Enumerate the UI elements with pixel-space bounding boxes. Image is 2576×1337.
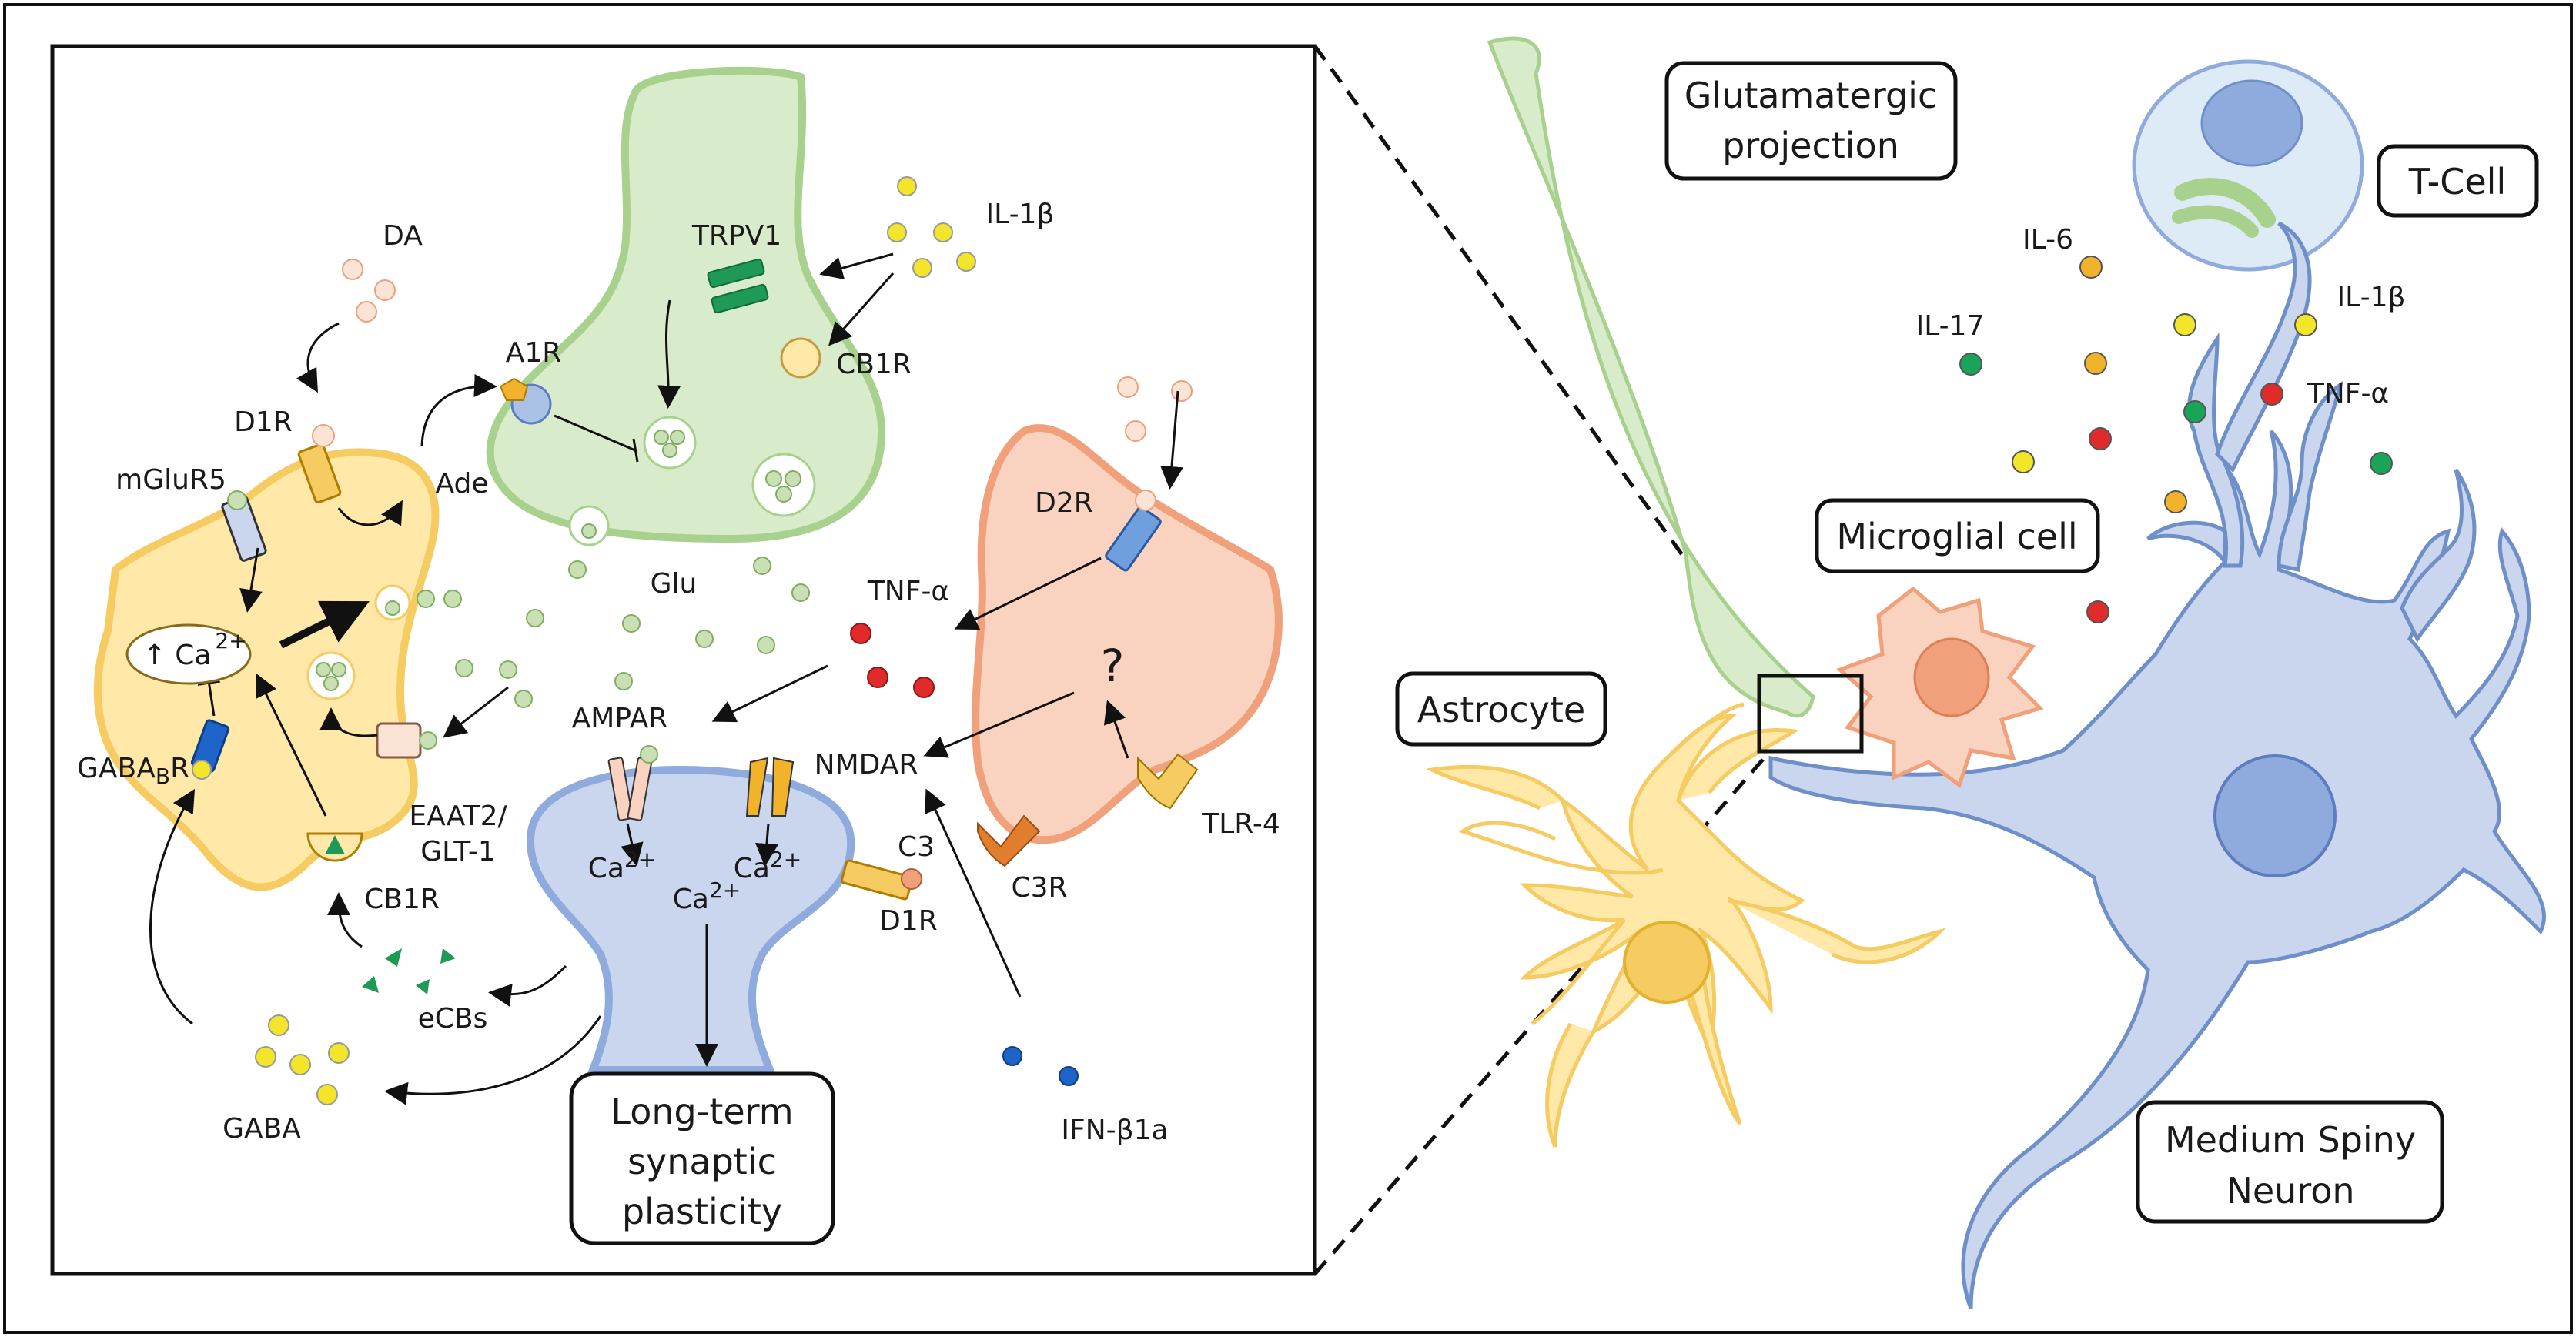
msn-label-1: Medium Spiny	[2165, 1119, 2416, 1161]
nmdar-label: NMDAR	[815, 749, 918, 780]
il6-dot	[2079, 256, 2103, 279]
msn-label-2: Neuron	[2226, 1170, 2354, 1212]
astrocyte-nucleus	[1623, 921, 1711, 1004]
microglial-cell-box	[1815, 498, 2100, 573]
d1r-post-label: D1R	[879, 905, 938, 937]
t-cell-label: T-Cell	[2408, 161, 2506, 202]
ca-post-label-3: Ca2+	[673, 877, 741, 915]
il1b-right-label: IL-1β	[2337, 282, 2406, 313]
cytokine-dots	[1959, 256, 2393, 623]
ca-astro-oval	[125, 623, 252, 685]
ca-post-label-1: Ca2+	[588, 847, 656, 884]
trpv1-receptor	[707, 258, 765, 289]
t-cell-shape	[2132, 59, 2364, 272]
il1b-dot	[2012, 450, 2035, 473]
ampar-receptor	[607, 757, 634, 821]
medium-spiny-neuron-box	[2136, 1100, 2444, 1224]
medium-spiny-neuron-shape	[1768, 221, 2547, 1309]
c3r-label: C3R	[1011, 872, 1067, 904]
ifn-label: IFN-β1a	[1061, 1115, 1168, 1146]
right-panel: Glutamatergic projection T-Cell IL-6 IL-…	[1313, 36, 2547, 1309]
astrocyte-label: Astrocyte	[1417, 689, 1585, 730]
tnfa-dot	[2086, 600, 2109, 623]
tnfa-dot	[2089, 427, 2112, 450]
presynaptic-terminal	[486, 66, 886, 543]
thick-release-arrow	[279, 600, 370, 649]
c3-label: C3	[898, 831, 935, 863]
tnfa-dot	[2260, 383, 2283, 406]
eaat2-label-1: EAAT2/	[409, 801, 507, 832]
astrocyte-box	[1395, 671, 1607, 747]
eaat2-transporter	[376, 722, 422, 759]
glutamatergic-projection-box	[1664, 61, 1958, 181]
il6-dot	[2164, 490, 2187, 513]
il1b-dots-left	[887, 176, 976, 278]
tnfa-right-label: TNF-α	[2307, 378, 2389, 409]
il17-label: IL-17	[1916, 310, 1985, 342]
il6-dot	[2084, 352, 2107, 375]
il1b-dot	[2294, 313, 2317, 336]
d1r-astro-label: D1R	[234, 406, 293, 438]
glutamatergic-projection-shape	[1487, 36, 1815, 718]
tnfa-dots-left	[850, 623, 935, 698]
a1r-label: A1R	[506, 337, 562, 369]
glutamate-dots	[417, 557, 810, 708]
gaba-dots	[255, 1014, 350, 1105]
tlr4-receptor	[1137, 753, 1199, 810]
microglial-cell-label: Microglial cell	[1836, 516, 2077, 557]
receptors	[190, 258, 1199, 901]
nmdar-receptor	[745, 757, 769, 817]
t-cell-box	[2377, 144, 2539, 218]
il1b-left-label: IL-1β	[986, 199, 1055, 230]
gababr-label: GABABR	[77, 753, 189, 789]
ltp-box	[569, 1071, 835, 1245]
ecb-triangles	[362, 948, 456, 994]
d2r-receptor	[1105, 506, 1162, 572]
il17-dot	[2370, 452, 2393, 475]
astrocyte-shape	[1425, 702, 1947, 1148]
il1b-dot	[2173, 313, 2196, 336]
mglur5-label: mGluR5	[115, 464, 226, 496]
ecbs-label: eCBs	[418, 1003, 488, 1035]
glutamatergic-projection-label-2: projection	[1722, 125, 1899, 166]
eaat2-label-2: GLT-1	[420, 836, 496, 867]
synaptic-vesicles	[306, 416, 816, 700]
adenosine-icon	[499, 377, 529, 401]
microglia-process	[972, 424, 1283, 844]
trpv1-receptor-2	[711, 283, 769, 314]
ltp-label-3: plasticity	[622, 1191, 782, 1232]
tlr4-label: TLR-4	[1201, 808, 1280, 840]
ca-astro-label: ↑ Ca	[143, 640, 212, 671]
cb1r-pre-receptor	[780, 337, 821, 379]
zoom-region-box	[1757, 674, 1864, 754]
ampar-label: AMPAR	[572, 703, 668, 734]
ltp-label-2: synaptic	[627, 1141, 777, 1182]
d2r-label: D2R	[1035, 487, 1093, 519]
ca-post-label-2: Ca2+	[734, 847, 801, 884]
glu-label: Glu	[651, 568, 698, 600]
tnfa-left-label: TNF-α	[867, 576, 949, 607]
pathway-arrows	[149, 252, 1183, 1105]
il17-dot	[2183, 400, 2206, 423]
unknown-mechanism-mark: ?	[1101, 640, 1125, 692]
gaba-label: GABA	[222, 1113, 301, 1145]
trpv1-label: TRPV1	[691, 220, 781, 252]
ade-label: Ade	[436, 468, 489, 500]
il17-dot	[1959, 353, 1982, 376]
ltp-label-1: Long-term	[611, 1091, 793, 1132]
c3-icon	[901, 868, 922, 890]
da-label: DA	[383, 220, 423, 252]
ca-astro-superscript: 2+	[215, 628, 246, 653]
ifn-dots	[1002, 1046, 1079, 1086]
cb1r-pre-label: CB1R	[836, 349, 912, 380]
d1r-astro-receptor	[297, 443, 342, 504]
cb1r-astro-label: CB1R	[364, 884, 440, 915]
glutamatergic-projection-label-1: Glutamatergic	[1684, 75, 1938, 116]
left-panel: ↑ Ca 2+ Long-term synaptic plasticity DA…	[50, 44, 1317, 1276]
il6-label: IL-6	[2022, 224, 2073, 256]
c3r-receptor	[977, 814, 1041, 867]
